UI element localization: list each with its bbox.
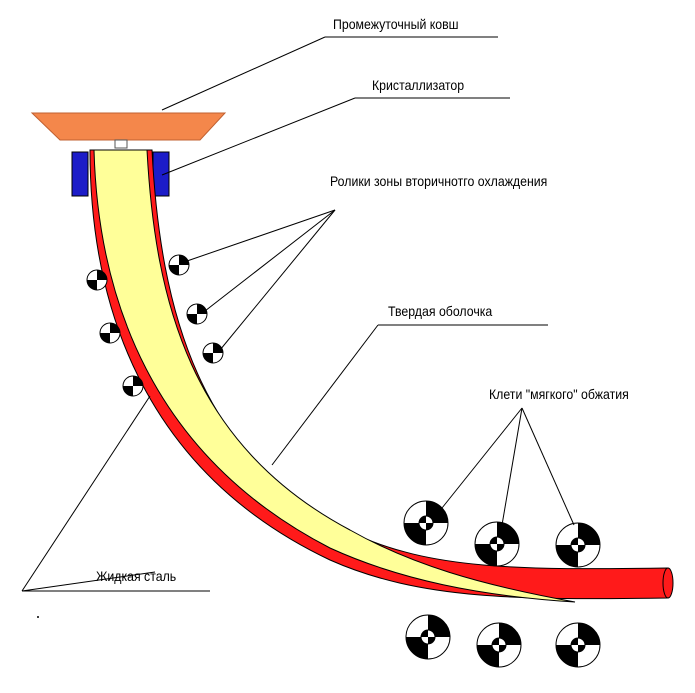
tundish-shape xyxy=(30,112,227,141)
liquid-steel-core xyxy=(93,149,576,603)
reduction-roller-icon xyxy=(555,622,601,668)
roller-icon xyxy=(202,342,224,364)
reduction-roller-icon xyxy=(474,521,520,567)
label-tundish: Промежуточный ковш xyxy=(333,16,459,32)
leader-lines xyxy=(21,36,575,592)
label-secondary-cooling-rolls: Ролики зоны вторичнотго охлаждения xyxy=(330,173,548,189)
label-solid-shell: Твердая оболочка xyxy=(388,303,493,319)
reduction-roller-icon xyxy=(476,622,522,668)
tundish-nozzle xyxy=(114,139,128,149)
roller-icon xyxy=(122,375,144,397)
roller-icon xyxy=(168,254,190,276)
roller-icon xyxy=(86,269,108,291)
label-soft-reduction-stands: Клети "мягкого" обжатия xyxy=(489,386,629,402)
roller-icon xyxy=(186,303,208,325)
label-liquid-steel: Жидкая сталь xyxy=(96,568,177,584)
label-mold: Кристаллизатор xyxy=(372,77,465,93)
reduction-roller-icon xyxy=(403,500,449,546)
mold-left-block xyxy=(71,151,89,197)
speck-dot xyxy=(37,616,39,618)
strand-end-cap xyxy=(662,567,674,599)
reduction-roller-icon xyxy=(405,614,451,660)
roller-icon xyxy=(99,322,121,344)
mold-right-block xyxy=(152,151,170,197)
reduction-roller-icon xyxy=(555,522,601,568)
